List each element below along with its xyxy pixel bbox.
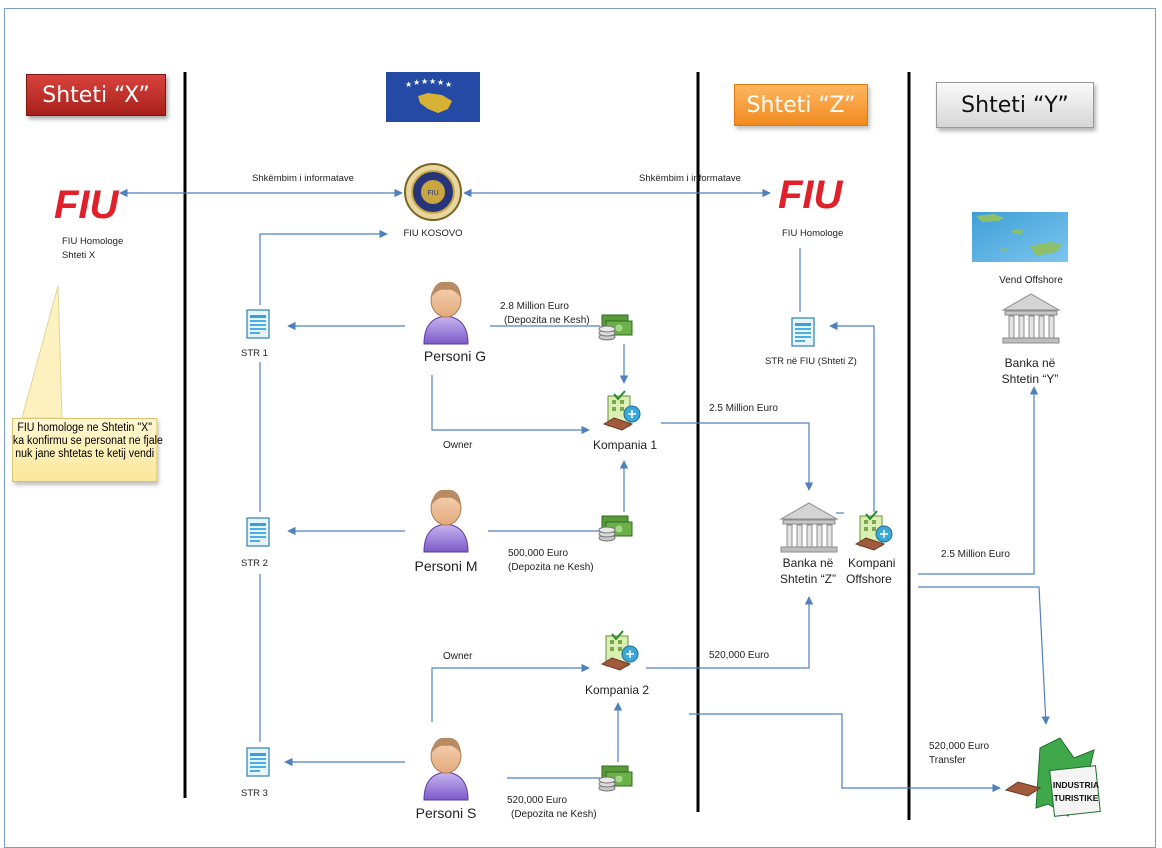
person-s-label: Personi S bbox=[416, 805, 477, 821]
vend-offshore-label: Vend Offshore bbox=[999, 275, 1063, 286]
kosovo-flag-icon: ★★★ ★★★ bbox=[386, 72, 480, 122]
callout-line: ka konfirmu se personat ne fjale bbox=[12, 435, 163, 447]
bank-z-label: Banka në bbox=[783, 556, 834, 570]
str-2-document-icon bbox=[246, 517, 270, 547]
deposit-s-note: (Depozita ne Kesh) bbox=[511, 809, 597, 820]
owner-label: Owner bbox=[443, 440, 473, 451]
offshore-to-str-z-arrow bbox=[829, 321, 875, 512]
bank-y-label: Banka në bbox=[1005, 356, 1056, 370]
offshore-map-icon bbox=[972, 212, 1068, 262]
cash-s-icon bbox=[598, 765, 633, 792]
str-3-document-icon bbox=[246, 747, 270, 777]
transfer-k2-amount: 520,000 Euro bbox=[709, 650, 769, 661]
str-3-label: STR 3 bbox=[241, 788, 268, 799]
kompani-offshore-label: Offshore bbox=[846, 572, 892, 586]
svg-text:★: ★ bbox=[429, 77, 436, 86]
fiu-logo-z-icon: FIU bbox=[778, 173, 844, 217]
tourism-transfer-note: Transfer bbox=[929, 755, 967, 766]
owner-s-arrow bbox=[431, 663, 590, 722]
offshore-to-tourism-arrow bbox=[918, 586, 1050, 725]
exchange-label: Shkëmbim i informatave bbox=[252, 173, 354, 184]
svg-text:FIU: FIU bbox=[54, 183, 120, 227]
callout-pointer bbox=[21, 285, 63, 419]
svg-text:★: ★ bbox=[437, 78, 444, 87]
header-state-y: Shteti “Y” bbox=[936, 82, 1094, 128]
kompania-1-icon bbox=[603, 390, 641, 431]
fiu-homologe-x-label: Shteti X bbox=[62, 250, 96, 261]
offshore-to-bank-y-arrow bbox=[918, 386, 1039, 575]
callout-line: nuk jane shtetas te ketij vendi bbox=[15, 448, 155, 460]
cash-m-icon bbox=[598, 515, 633, 542]
deposit-m-note: (Depozita ne Kesh) bbox=[508, 562, 594, 573]
bank-z-icon bbox=[780, 502, 838, 553]
fiu-homologe-z-label: FIU Homologe bbox=[782, 228, 843, 239]
fiu-kosovo-label: FIU KOSOVO bbox=[403, 228, 462, 239]
owner-label: Owner bbox=[443, 651, 473, 662]
person-g-label: Personi G bbox=[424, 348, 486, 364]
svg-text:★: ★ bbox=[421, 77, 428, 86]
person-s-icon bbox=[423, 737, 469, 801]
offshore-transfer-amount: 2.5 Million Euro bbox=[941, 549, 1010, 560]
str-1-label: STR 1 bbox=[241, 348, 268, 359]
kompani-offshore-icon bbox=[855, 510, 893, 551]
str-fiu-z-label: STR në FIU (Shteti Z) bbox=[765, 356, 857, 367]
transfer-k1-to-bank-z-arrow bbox=[661, 422, 814, 491]
kompania-2-label: Kompania 2 bbox=[585, 683, 649, 697]
svg-text:FIU: FIU bbox=[778, 173, 844, 217]
kompania-1-label: Kompania 1 bbox=[593, 438, 657, 452]
svg-text:★: ★ bbox=[405, 80, 412, 89]
svg-text:★: ★ bbox=[445, 80, 452, 89]
bank-z-label: Shtetin “Z” bbox=[780, 572, 836, 586]
exchange-label: Shkëmbim i informatave bbox=[639, 173, 741, 184]
deposit-g-amount: 2.8 Million Euro bbox=[500, 301, 569, 312]
svg-text:TURISTIKE: TURISTIKE bbox=[1054, 793, 1099, 803]
callout-note: FIU homologe ne Shtetin "X" ka konfirmu … bbox=[12, 418, 163, 482]
str-1-document-icon bbox=[246, 309, 270, 339]
k2-to-tourism-arrow bbox=[689, 713, 1001, 793]
deposit-m-amount: 500,000 Euro bbox=[508, 548, 568, 559]
str-fiu-z-document-icon bbox=[791, 317, 815, 347]
kompani-offshore-label: Kompani bbox=[848, 556, 895, 570]
fiu-logo-x-icon: FIU bbox=[54, 183, 120, 227]
callout-line: FIU homologe ne Shtetin "X" bbox=[17, 422, 152, 434]
svg-text:FIU: FIU bbox=[427, 190, 438, 197]
bank-y-label: Shtetin “Y” bbox=[1002, 372, 1059, 386]
svg-text:★: ★ bbox=[413, 78, 420, 87]
header-state-x: Shteti “X” bbox=[26, 74, 166, 116]
bank-y-icon bbox=[1002, 293, 1060, 344]
str-2-label: STR 2 bbox=[241, 558, 268, 569]
svg-text:INDUSTRIA: INDUSTRIA bbox=[1053, 780, 1099, 790]
tourism-transfer-amount: 520,000 Euro bbox=[929, 741, 989, 752]
str-to-fiu-arrow bbox=[259, 229, 388, 305]
person-m-icon bbox=[423, 489, 469, 553]
deposit-g-note: (Depozita ne Kesh) bbox=[504, 315, 590, 326]
person-g-icon bbox=[423, 281, 469, 345]
industria-turistike-icon: INDUSTRIA TURISTIKE bbox=[1004, 737, 1101, 817]
header-state-z: Shteti “Z” bbox=[734, 84, 868, 126]
deposit-s-amount: 520,000 Euro bbox=[507, 795, 567, 806]
transfer-k1-amount: 2.5 Million Euro bbox=[709, 403, 778, 414]
cash-g-icon bbox=[598, 314, 633, 341]
transfer-k2-to-bank-z-arrow bbox=[646, 596, 814, 669]
person-m-label: Personi M bbox=[414, 558, 477, 574]
kompania-2-icon bbox=[601, 630, 639, 671]
fiu-homologe-x-label: FIU Homologe bbox=[62, 236, 123, 247]
owner-g-arrow bbox=[431, 375, 590, 435]
fiu-kosovo-seal-icon: FIU bbox=[404, 163, 462, 221]
